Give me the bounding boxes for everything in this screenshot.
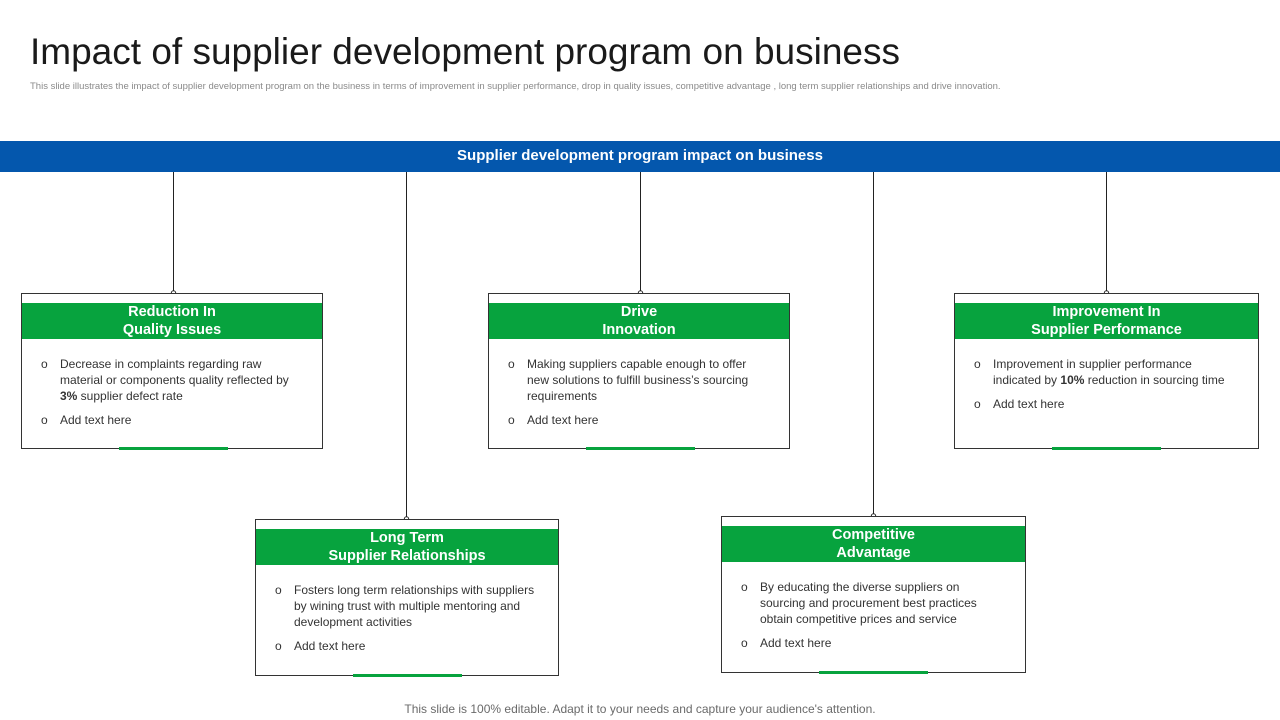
list-item: o Decrease in complaints regarding raw m… [41,356,303,404]
card-accent-bar [819,671,928,674]
card-quality-issues: Reduction In Quality Issues o Decrease i… [21,293,323,450]
bullet-text: Add text here [760,636,832,650]
card-header: Drive Innovation [489,303,789,339]
card-header: Improvement In Supplier Performance [955,303,1258,339]
circle-bullet-icon: o [275,639,282,653]
card-title-line1: Drive [620,304,658,320]
page-subtitle: This slide illustrates the impact of sup… [30,81,1001,92]
card-title-line1: Improvement In [1052,304,1161,320]
card-bullet-list: o Decrease in complaints regarding raw m… [41,356,303,436]
circle-bullet-icon: o [974,357,981,371]
list-item: o Add text here [508,412,770,428]
bullet-text: Add text here [993,397,1065,411]
bullet-text: Add text here [60,413,132,427]
card-drive-innovation: Drive Innovation o Making suppliers capa… [488,293,790,450]
list-item: o Improvement in supplier performance in… [974,356,1236,388]
bullet-text: Decrease in complaints regarding raw mat… [60,357,289,387]
bullet-text: Fosters long term relationships with sup… [294,583,535,629]
card-header: Competitive Advantage [722,526,1025,562]
bullet-text: Improvement in supplier performance indi… [993,357,1192,387]
bullet-text-end: supplier defect rate [77,389,183,403]
card-competitive-advantage: Competitive Advantage o By educating the… [721,516,1026,674]
bullet-text: Add text here [294,639,366,653]
circle-bullet-icon: o [741,636,748,650]
card-supplier-performance: Improvement In Supplier Performance o Im… [954,293,1259,450]
list-item: o Making suppliers capable enough to off… [508,356,770,404]
card-bullet-list: o Improvement in supplier performance in… [974,356,1236,420]
circle-bullet-icon: o [974,397,981,411]
card-accent-bar [353,674,462,677]
circle-bullet-icon: o [275,583,282,597]
bullet-highlight: 3% [60,389,78,403]
card-title-line2: Quality Issues [122,322,222,338]
list-item: o Add text here [974,396,1236,412]
bullet-text: Making suppliers capable enough to offer… [527,357,749,403]
slide-footer-note: This slide is 100% editable. Adapt it to… [404,702,876,716]
page-title: Impact of supplier development program o… [30,31,900,72]
list-item: o Add text here [741,635,1003,651]
list-item: o Add text here [41,412,303,428]
diagram-root-banner: Supplier development program impact on b… [0,141,1280,172]
card-title-line1: Competitive [832,527,915,543]
card-accent-bar [586,447,695,450]
card-title-line1: Reduction In [128,304,216,320]
card-title-line2: Advantage [836,545,911,561]
circle-bullet-icon: o [41,357,48,371]
card-bullet-list: o Fosters long term relationships with s… [275,582,537,662]
bullet-text: Add text here [527,413,599,427]
circle-bullet-icon: o [508,413,515,427]
card-title-line2: Innovation [602,322,676,338]
card-header: Reduction In Quality Issues [22,303,322,339]
list-item: o Add text here [275,638,537,654]
card-accent-bar [119,447,228,450]
bullet-text: By educating the diverse suppliers on so… [760,580,977,626]
card-bullet-list: o Making suppliers capable enough to off… [508,356,770,436]
card-header: Long Term Supplier Relationships [256,529,558,565]
list-item: o By educating the diverse suppliers on … [741,579,1003,627]
circle-bullet-icon: o [741,580,748,594]
card-supplier-relationships: Long Term Supplier Relationships o Foste… [255,519,559,677]
card-title-line1: Long Term [370,530,444,546]
circle-bullet-icon: o [508,357,515,371]
list-item: o Fosters long term relationships with s… [275,582,537,630]
card-accent-bar [1052,447,1161,450]
bullet-text-end: reduction in sourcing time [1084,373,1225,387]
circle-bullet-icon: o [41,413,48,427]
card-title-line2: Supplier Performance [1031,322,1182,338]
bullet-highlight: 10% [1060,373,1085,387]
card-bullet-list: o By educating the diverse suppliers on … [741,579,1003,659]
card-title-line2: Supplier Relationships [328,548,486,564]
